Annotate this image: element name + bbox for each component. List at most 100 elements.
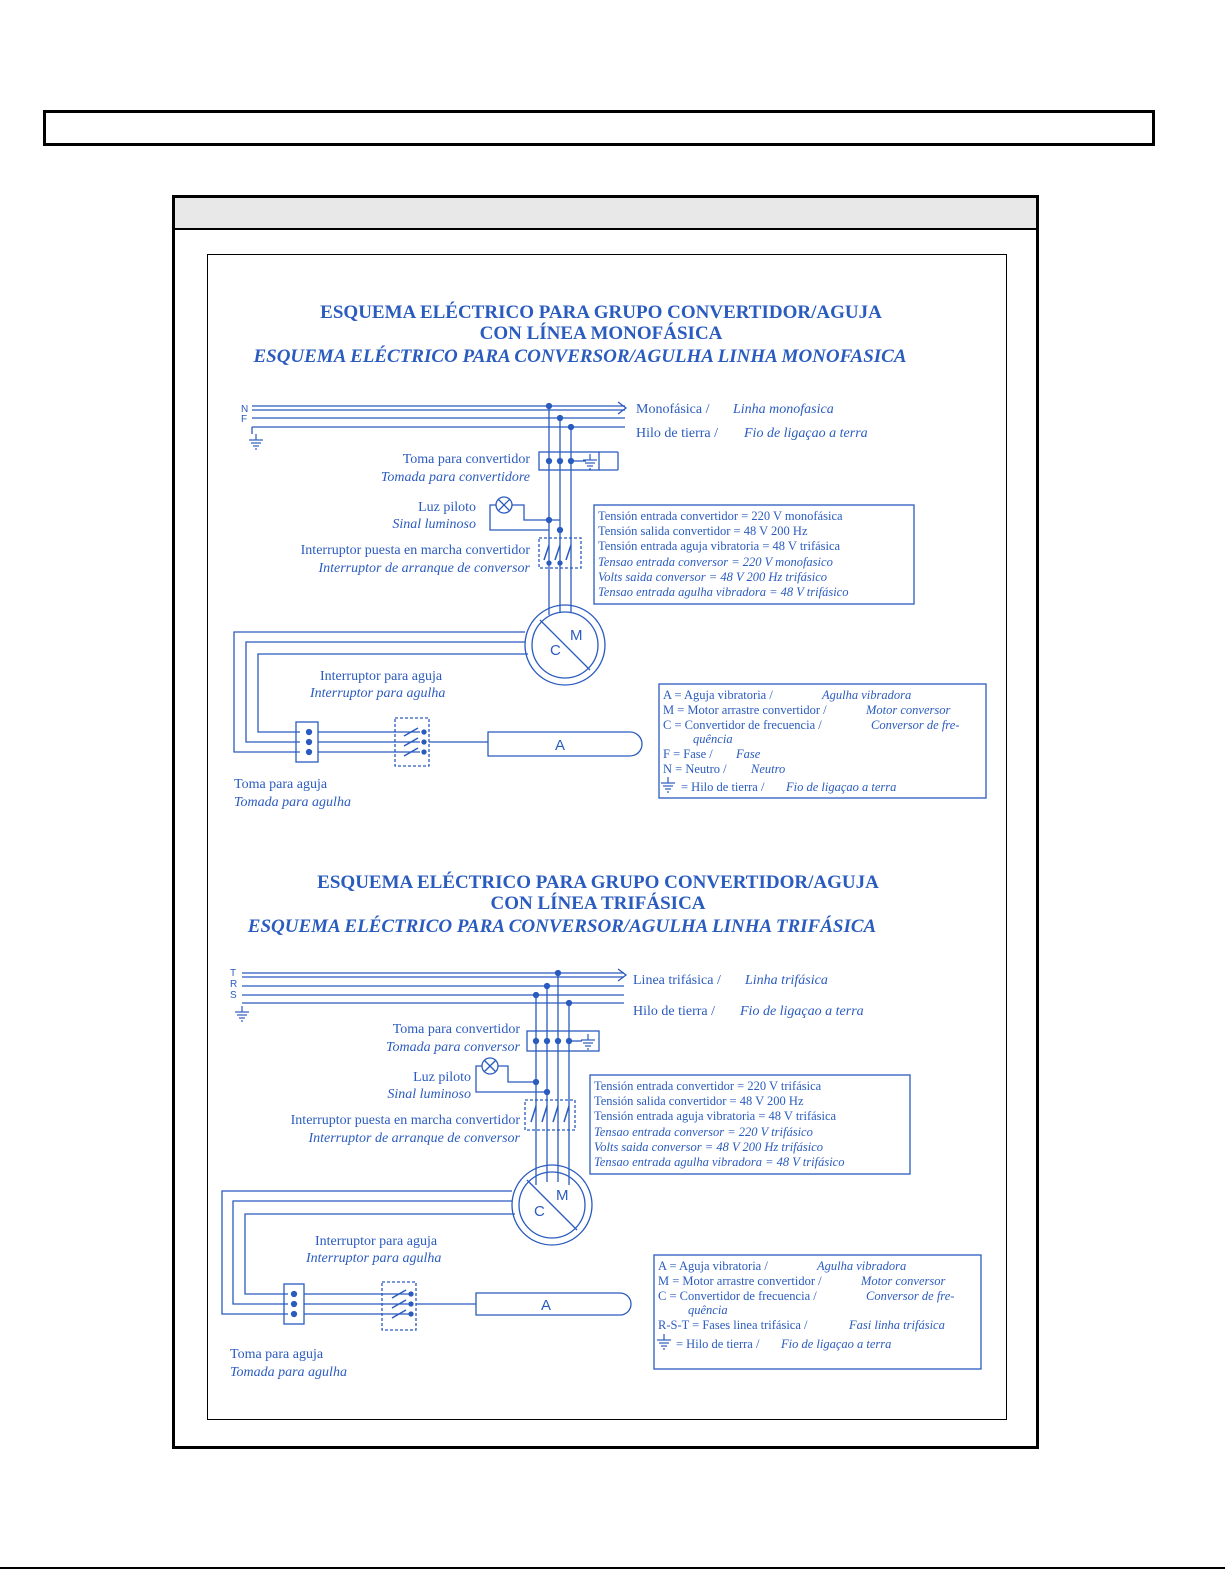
tri-needle-socket-label-es: Toma para aguja: [230, 1347, 324, 1362]
mono-line-n-letter: N: [241, 404, 248, 415]
tri-title-3: ESQUEMA ELÉCTRICO PARA CONVERSOR/AGULHA …: [247, 915, 876, 937]
mono-line-label-es: Monofásica /: [636, 402, 710, 417]
tri-legend-5-es: R-S-T = Fases linea trifásica /: [658, 1318, 808, 1332]
mono-legend-4: quência: [693, 732, 733, 746]
tri-earth-icon: [234, 1005, 250, 1022]
mono-spec-2: Tensión salida convertidor = 48 V 200 Hz: [598, 524, 808, 538]
figure-panel: [172, 195, 1039, 1449]
mono-legend-5-es: F = Fase /: [663, 747, 713, 761]
mono-spec-box: [593, 504, 915, 605]
tri-earth-label-pt: Fio de ligaçao a terra: [739, 1004, 864, 1019]
mono-legend-1-pt: Agulha vibradora: [821, 688, 911, 702]
tri-switch-label-pt: Interruptor de arranque de conversor: [307, 1131, 520, 1146]
tri-switch-label-es: Interruptor puesta en marcha convertidor: [291, 1113, 521, 1128]
mono-legend-1-es: A = Aguja vibratoria /: [663, 688, 773, 702]
tri-spec-box: [589, 1074, 911, 1175]
monophase-diagram: ESQUEMA ELÉCTRICO PARA GRUPO CONVERTIDOR…: [233, 301, 987, 810]
tri-earth-label-es: Hilo de tierra /: [633, 1004, 715, 1019]
tri-start-switch: [524, 1099, 576, 1131]
mono-title-3: ESQUEMA ELÉCTRICO PARA CONVERSOR/AGULHA …: [252, 345, 906, 367]
diagram-frame: [207, 254, 1007, 1420]
mono-pilot-label-es: Luz piloto: [418, 500, 476, 515]
mono-switch-label-es: Interruptor puesta en marcha convertidor: [301, 543, 531, 558]
tri-legend-1-es: A = Aguja vibratoria /: [658, 1259, 768, 1273]
mono-vibrating-needle: [487, 731, 643, 757]
mono-legend-2-pt: Motor conversor: [865, 703, 950, 717]
mono-legend-3-pt: Conversor de fre-: [871, 718, 959, 732]
top-title-frame: [43, 110, 1155, 146]
tri-spec-6: Tensao entrada agulha vibradora = 48 V t…: [594, 1155, 844, 1169]
tri-motor-c: C: [534, 1203, 545, 1220]
mono-needle-socket-label-pt: Tomada para agulha: [234, 795, 351, 810]
tri-line-label-pt: Linha trifásica: [744, 973, 828, 988]
tri-spec-4: Tensao entrada conversor = 220 V trifási…: [594, 1125, 813, 1139]
mono-socket-label-pt: Tomada para convertidore: [381, 470, 530, 485]
tri-spec-2: Tensión salida convertidor = 48 V 200 Hz: [594, 1094, 804, 1108]
tri-legend-earth-icon: [656, 1333, 672, 1350]
mono-legend-7-es: = Hilo de tierra /: [681, 780, 765, 794]
mono-legend-box: [658, 683, 987, 799]
mono-spec-1: Tensión entrada convertidor = 220 V mono…: [598, 509, 843, 523]
tri-needle-switch: [381, 1281, 417, 1331]
tri-needle-socket-label-pt: Tomada para agulha: [230, 1365, 347, 1380]
mono-legend-6-pt: Neutro: [750, 762, 785, 776]
tri-motor-converter-icon: [511, 1164, 593, 1246]
mono-line-f-letter: F: [241, 414, 247, 425]
panel-header: [175, 198, 1036, 230]
mono-spec-4: Tensao entrada conversor = 220 V monofas…: [598, 555, 833, 569]
tri-spec-3: Tensión entrada aguja vibratoria = 48 V …: [594, 1109, 837, 1123]
mono-legend-7-pt: Fio de ligaçao a terra: [785, 780, 896, 794]
tri-line-s-letter: S: [230, 990, 237, 1001]
mono-line-label-pt: Linha monofasica: [732, 402, 834, 417]
tri-legend-3-pt: Conversor de fre-: [866, 1289, 954, 1303]
triphase-diagram: ESQUEMA ELÉCTRICO PARA GRUPO CONVERTIDOR…: [221, 871, 982, 1380]
tri-socket-label-pt: Tomada para conversor: [386, 1040, 521, 1055]
tri-converter-socket: [526, 1030, 600, 1052]
mono-legend-3-es: C = Convertidor de frecuencia /: [663, 718, 822, 732]
tri-pilot-label-pt: Sinal luminoso: [387, 1087, 471, 1102]
tri-legend-2-pt: Motor conversor: [860, 1274, 945, 1288]
mono-earth-label-pt: Fio de ligaçao a terra: [743, 426, 868, 441]
mono-converter-socket: [538, 451, 600, 471]
tri-legend-4: quência: [688, 1303, 728, 1317]
tri-needle-a: A: [541, 1297, 551, 1314]
mono-legend-2-es: M = Motor arrastre convertidor /: [663, 703, 827, 717]
mono-needle-switch-label-pt: Interruptor para agulha: [309, 686, 445, 701]
tri-line-r-letter: R: [230, 979, 237, 990]
tri-vibrating-needle: [475, 1292, 632, 1316]
mono-needle-socket-label-es: Toma para aguja: [234, 777, 328, 792]
tri-title-2: CON LÍNEA TRIFÁSICA: [490, 892, 705, 914]
tri-legend-6-es: = Hilo de tierra /: [676, 1337, 760, 1351]
mono-motor-converter-icon: [524, 604, 606, 686]
tri-socket-earth-icon: [580, 1033, 596, 1050]
mono-earth-label-es: Hilo de tierra /: [636, 426, 718, 441]
bottom-rule: [0, 1567, 1225, 1569]
tri-spec-1: Tensión entrada convertidor = 220 V trif…: [594, 1079, 822, 1093]
tri-legend-5-pt: Fasi linha trifásica: [848, 1318, 945, 1332]
mono-spec-5: Volts saida conversor = 48 V 200 Hz trif…: [598, 570, 827, 584]
mono-needle-a: A: [555, 737, 565, 754]
mono-spec-6: Tensao entrada agulha vibradora = 48 V t…: [598, 585, 848, 599]
tri-needle-switch-label-es: Interruptor para aguja: [315, 1234, 438, 1249]
mono-legend-earth-icon: [660, 776, 676, 793]
tri-pilot-label-es: Luz piloto: [413, 1070, 471, 1085]
mono-socket-label-es: Toma para convertidor: [403, 452, 531, 467]
tri-legend-6-pt: Fio de ligaçao a terra: [780, 1337, 891, 1351]
tri-line-label-es: Linea trifásica /: [633, 973, 721, 988]
tri-legend-1-pt: Agulha vibradora: [816, 1259, 906, 1273]
tri-line-t-letter: T: [230, 968, 236, 979]
mono-spec-3: Tensión entrada aguja vibratoria = 48 V …: [598, 539, 841, 553]
tri-spec-5: Volts saida conversor = 48 V 200 Hz trif…: [594, 1140, 823, 1154]
mono-switch-label-pt: Interruptor de arranque de conversor: [317, 561, 530, 576]
mono-motor-c: C: [550, 642, 561, 659]
mono-title-1: ESQUEMA ELÉCTRICO PARA GRUPO CONVERTIDOR…: [320, 301, 882, 323]
mono-start-switch: [538, 537, 582, 569]
mono-title-2: CON LÍNEA MONOFÁSICA: [480, 322, 723, 344]
tri-socket-label-es: Toma para convertidor: [393, 1022, 521, 1037]
tri-legend-3-es: C = Convertidor de frecuencia /: [658, 1289, 817, 1303]
tri-title-1: ESQUEMA ELÉCTRICO PARA GRUPO CONVERTIDOR…: [317, 871, 879, 893]
tri-legend-2-es: M = Motor arrastre convertidor /: [658, 1274, 822, 1288]
mono-earth-icon: [248, 433, 264, 450]
tri-needle-switch-label-pt: Interruptor para agulha: [305, 1251, 441, 1266]
